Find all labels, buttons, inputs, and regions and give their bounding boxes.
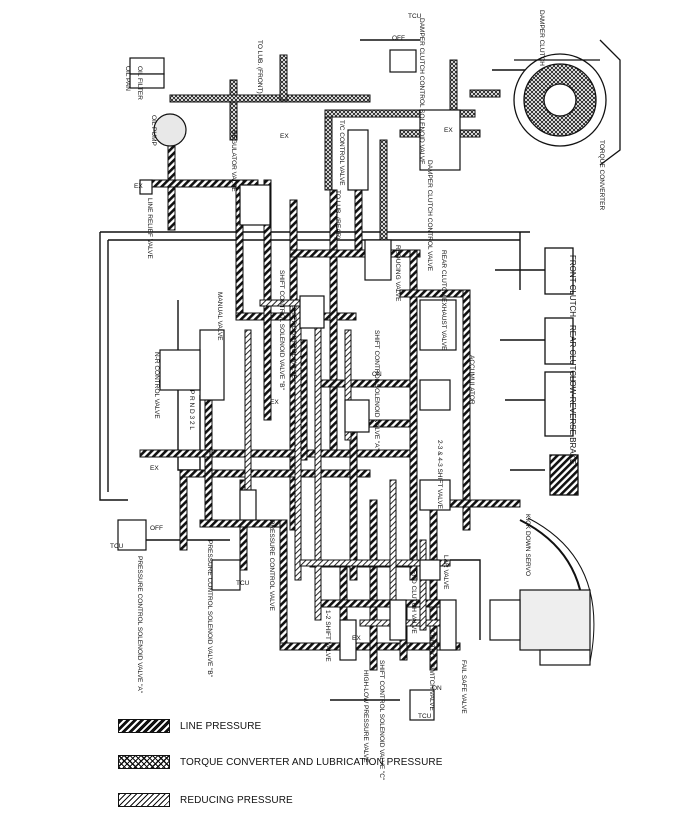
front-clutch-box <box>544 247 574 295</box>
label-ex-4: EX <box>150 465 159 472</box>
label-fail-safe-valve: FAIL SAFE VALVE <box>460 660 467 714</box>
label-damper-clutch-solenoid: DAMPER CLUTCH CONTROL SOLENOID VALVE <box>418 18 425 165</box>
label-rear-clutch: REAR CLUTCH <box>568 325 577 382</box>
torque-converter-assembly <box>513 39 621 166</box>
label-ex-5: EX <box>270 399 279 406</box>
plain-passages <box>99 39 545 701</box>
label-accumulator: ACCUMULATOR <box>468 355 475 405</box>
shift-solenoid-c-body <box>409 689 435 721</box>
label-tcu-4: TCU <box>418 713 432 720</box>
label-tcu-1: TCU <box>408 13 422 20</box>
kick-down-servo-assembly <box>489 517 595 666</box>
label-line-relief-valve: LINE RELIEF VALVE <box>146 198 153 259</box>
label-off-1: OFF <box>392 35 405 42</box>
regulator-valve-body <box>239 184 271 226</box>
label-manual-valve: MANUAL VALVE <box>216 292 223 341</box>
label-prnd-range: P R N D 3 2 L <box>188 390 195 430</box>
shift-valve-12-body <box>339 619 357 661</box>
line-pressure-passages <box>139 129 521 671</box>
control-switch-valve-body <box>439 599 457 651</box>
pcsv-b-body <box>211 559 241 591</box>
legend-line-pressure: LINE PRESSURE <box>118 716 478 736</box>
label-oil-filter: OIL FILTER <box>136 66 143 100</box>
shift-valve-238-body <box>419 479 451 511</box>
label-tcu-2: TCU <box>110 543 124 550</box>
label-lr-valve: L&R VALVE <box>442 555 449 590</box>
pressure-control-valve-body <box>239 489 257 521</box>
label-to-lub-front: TO LUB. (FRONT) <box>256 40 263 94</box>
label-pressure-control-valve: PRESSURE CONTROL VALVE <box>268 520 275 612</box>
label-pcsv-b: PRESSURE CONTROL SOLENOID VALVE "B" <box>206 540 213 678</box>
label-damper-clutch: DAMPER CLUTCH <box>538 10 545 66</box>
label-shift-valve-12: 1-2 SHIFT VALVE <box>324 610 331 662</box>
rear-clutch-exhaust-valve-body <box>419 299 457 351</box>
label-regulator-valve: REGULATOR VALVE <box>230 130 237 192</box>
reducing-pressure-passages <box>244 299 451 631</box>
label-torque-converter: TORQUE CONVERTER <box>598 140 605 210</box>
label-kick-down-servo: KICK DOWN SERVO <box>524 514 531 576</box>
label-ex-3: EX <box>444 127 453 134</box>
tc-control-valve-body <box>347 129 369 191</box>
oil-filter-box <box>129 57 165 75</box>
label-on-1: ON <box>372 371 382 378</box>
shift-solenoid-a-body <box>344 399 370 433</box>
legend-torque-converter: TORQUE CONVERTER AND LUBRICATION PRESSUR… <box>118 752 478 772</box>
lr-valve-body <box>419 559 441 581</box>
label-ex-1: EX <box>280 133 289 140</box>
rear-clutch-box <box>544 317 574 365</box>
label-shift-control-solenoid-c: SHIFT CONTROL SOLENOID VALVE "C" <box>378 660 385 781</box>
valve-bodies <box>117 49 461 721</box>
low-reverse-brake-box <box>544 371 574 437</box>
label-oil-pan: OIL PAN <box>124 66 131 91</box>
nr-control-valve-body <box>159 349 201 391</box>
label-reducing-valve: REDUCING VALVE <box>394 245 401 302</box>
label-front-clutch: FRONT CLUTCH <box>568 255 577 317</box>
reducing-valve-body <box>364 239 392 281</box>
label-high-low-pressure-valve: HIGH-LOW PRESSURE VALVE <box>362 670 369 763</box>
accumulator-body <box>419 379 451 411</box>
label-shift-solenoid-a: SHIFT CONTROL SOLENOID VALVE "A" <box>373 330 380 451</box>
legend-reducing-pressure: REDUCING PRESSURE <box>118 790 478 810</box>
label-end-clutch-valve: END CLUTCH VALVE <box>410 570 417 634</box>
label-damper-clutch-control-valve: DAMPER CLUTCH CONTROL VALVE <box>426 160 433 272</box>
end-clutch-valve-body <box>389 599 407 641</box>
oil-pump-body <box>153 113 187 147</box>
label-nr-control-valve: N-R CONTROL VALVE <box>153 352 160 419</box>
label-shift-solenoid-b: SHIFT CONTROL SOLENOID VALVE "B" <box>278 270 285 391</box>
label-low-reverse-brake: LOW-REVERSE BRAKE <box>568 376 577 464</box>
manual-valve-body <box>199 329 225 401</box>
diagram-labels: OIL FILTER OIL PAN OIL PUMP LINE RELIEF … <box>110 10 605 781</box>
label-tc-control-valve: T/C CONTROL VALVE <box>338 120 345 186</box>
line-relief-valve-body <box>139 179 153 195</box>
label-oil-pump: OIL PUMP <box>150 115 157 146</box>
legend-reducing-swatch <box>118 793 170 807</box>
label-ex-2: EX <box>134 183 143 190</box>
label-on-2: ON <box>432 685 442 692</box>
label-ex-6: EX <box>352 635 361 642</box>
label-rear-clutch-exhaust-valve: REAR CLUTCH EXHAUST VALVE <box>440 250 447 351</box>
damper-solenoid-body <box>389 49 417 73</box>
label-pcsv-a: PRESSURE CONTROL SOLENOID VALVE "A" <box>136 556 143 694</box>
label-control-switch-valve: CONTROL SWITCH VALVE <box>428 630 435 711</box>
shift-solenoid-b-body <box>299 295 325 329</box>
legend-tc-label: TORQUE CONVERTER AND LUBRICATION PRESSUR… <box>180 756 443 768</box>
pcsv-a-body <box>117 519 147 551</box>
label-off-2: OFF <box>150 525 163 532</box>
oil-pan-box <box>129 73 165 89</box>
clutch-boxes <box>544 247 579 496</box>
label-shift-control-valve: SHIFT CONTROL VALVE <box>290 305 297 379</box>
legend-line-swatch <box>118 719 170 733</box>
label-tcu-3: TCU <box>236 580 250 587</box>
legend-tc-swatch <box>118 755 170 769</box>
damper-clutch-control-valve-body <box>419 109 461 171</box>
legend-line-label: LINE PRESSURE <box>180 720 262 732</box>
label-to-lub-rear: TO LUB. (REAR) <box>334 190 341 239</box>
label-shift-valve-238: 2-3 & 4-3 SHIFT VALVE <box>436 440 443 510</box>
line-pressure-reference-block <box>549 454 579 496</box>
legend-reducing-label: REDUCING PRESSURE <box>180 794 293 806</box>
